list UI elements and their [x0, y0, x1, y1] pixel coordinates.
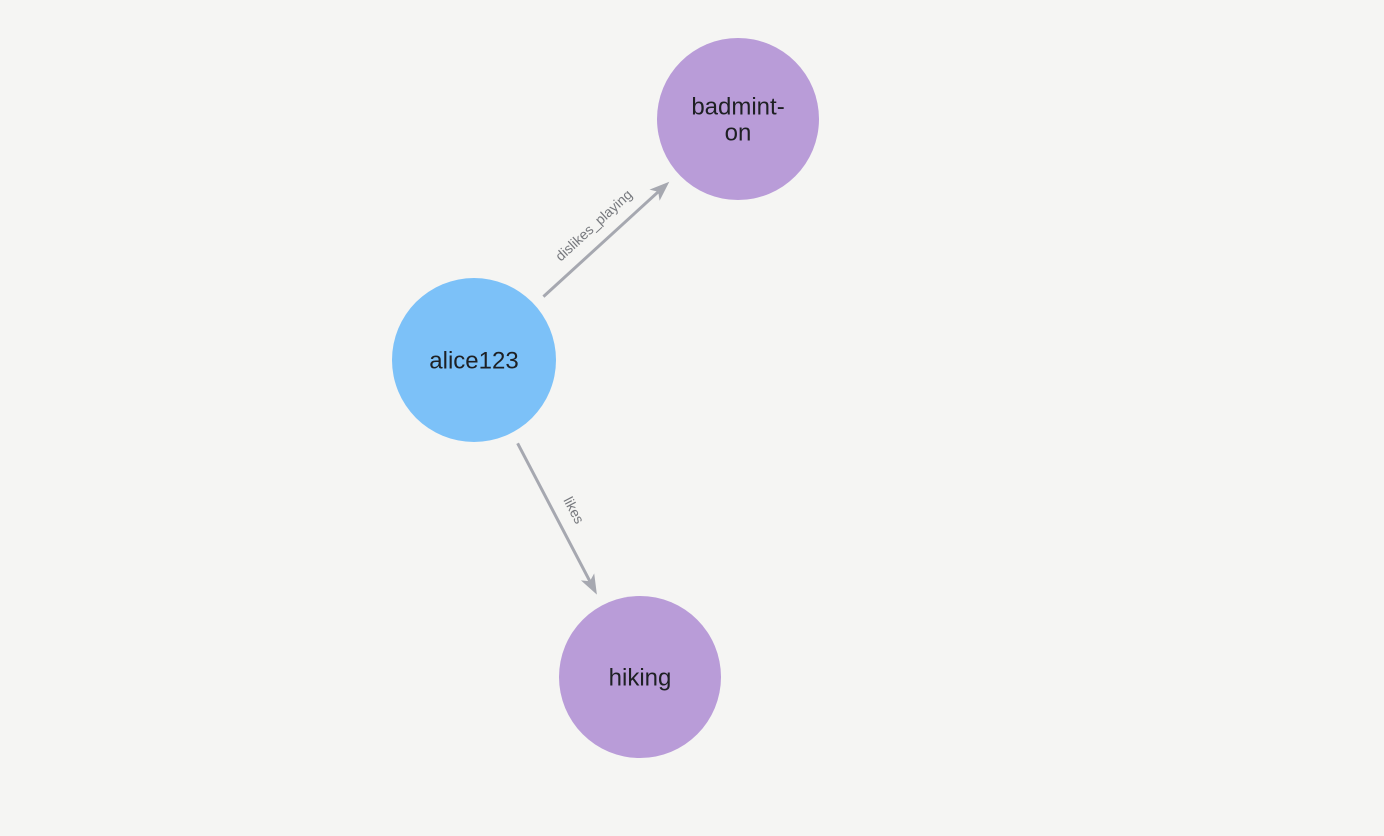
arrowhead-icon: [580, 573, 597, 595]
edge-label: likes: [560, 494, 587, 526]
edge-dislikes-playing[interactable]: dislikes_playing: [542, 181, 670, 298]
node-alice123[interactable]: alice123: [392, 278, 556, 442]
node-hiking[interactable]: hiking: [559, 596, 721, 758]
arrowhead-icon: [649, 181, 670, 201]
edge-likes[interactable]: likes: [516, 442, 597, 595]
node-badminton[interactable]: badmint-on: [657, 38, 819, 200]
node-circle[interactable]: [657, 38, 819, 200]
node-circle[interactable]: [559, 596, 721, 758]
node-circle[interactable]: [392, 278, 556, 442]
